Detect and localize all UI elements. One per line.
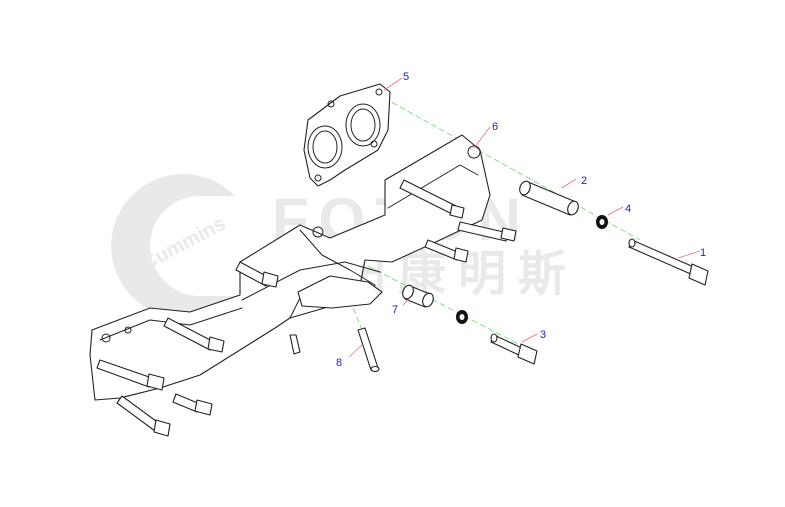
washer-lower <box>456 310 468 324</box>
stud <box>172 393 213 416</box>
spacer-sleeve-short <box>402 284 434 308</box>
spacer-sleeve-long <box>519 180 579 216</box>
callout-2: 2 <box>581 175 587 187</box>
callout-4: 4 <box>625 203 631 215</box>
dowel-pin <box>357 327 380 373</box>
callout-labels: 1 2 3 4 5 6 7 8 <box>336 71 706 369</box>
callout-7: 7 <box>392 304 398 316</box>
callout-8: 8 <box>336 357 342 369</box>
stud <box>424 239 469 263</box>
stud <box>235 261 279 288</box>
callout-3: 3 <box>540 329 546 341</box>
stud <box>457 221 517 242</box>
cummins-logo-mark: Cummins <box>111 174 235 318</box>
callout-6: 6 <box>492 121 498 133</box>
exhaust-gasket <box>303 83 391 187</box>
washer-upper <box>596 215 608 229</box>
callout-1: 1 <box>700 247 706 259</box>
stud <box>116 395 171 437</box>
long-bolt <box>628 238 709 286</box>
stud <box>399 179 465 219</box>
stud <box>163 317 225 353</box>
callout-5: 5 <box>403 71 409 83</box>
short-bolt <box>490 333 538 365</box>
leader-lines <box>348 77 701 358</box>
manifold-studs <box>96 179 517 437</box>
stud <box>96 359 165 391</box>
